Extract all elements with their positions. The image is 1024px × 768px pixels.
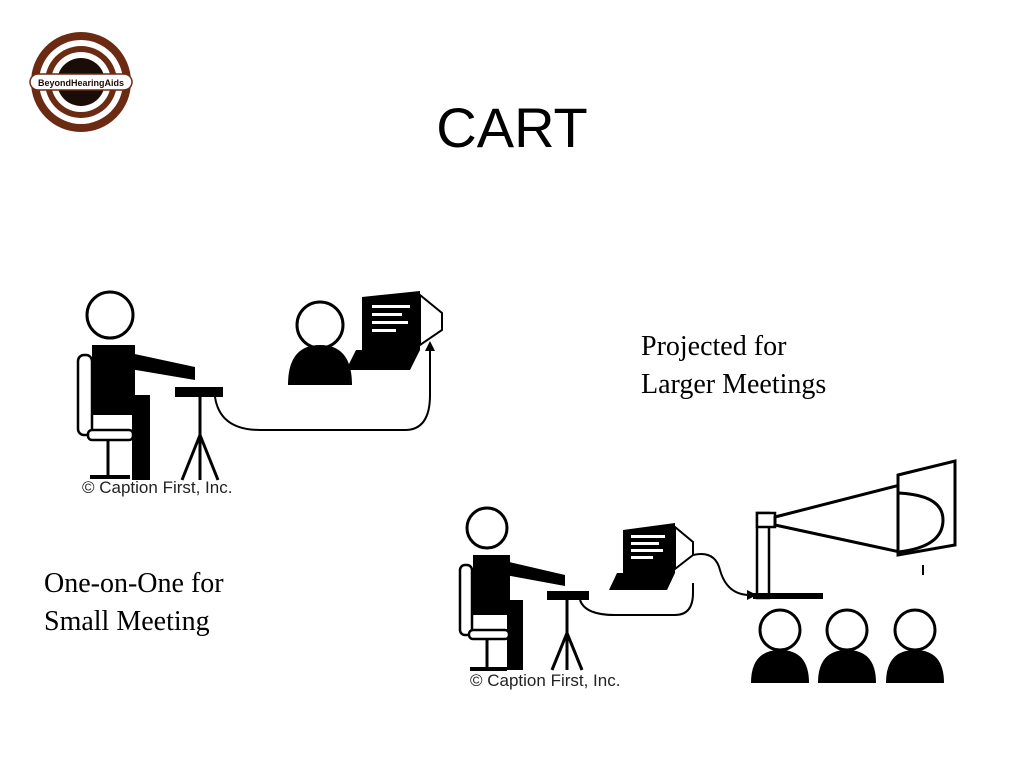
slide-title: CART	[436, 96, 588, 159]
typist-arm	[505, 561, 565, 586]
chair-back	[76, 353, 94, 437]
one-on-one-illustration: © Caption First, Inc.	[70, 285, 450, 500]
laptop-icon	[609, 523, 694, 590]
projection-screen	[896, 459, 957, 575]
projected-illustration: © Caption First, Inc.	[455, 455, 965, 695]
brand-logo: BeyondHearingAids	[26, 30, 136, 134]
typist-body	[473, 555, 523, 670]
caption-line: Larger Meetings	[641, 369, 827, 400]
caption-line: Small Meeting	[44, 606, 210, 637]
typist-body	[92, 345, 150, 480]
cable	[214, 347, 431, 431]
copyright-text: © Caption First, Inc.	[82, 478, 232, 497]
steno-machine	[547, 591, 589, 600]
projector-icon	[753, 483, 902, 600]
typist-arm	[130, 353, 195, 380]
audience	[751, 608, 944, 683]
copyright-text: © Caption First, Inc.	[470, 671, 620, 690]
logo-text: BeyondHearingAids	[38, 78, 124, 88]
cable	[692, 553, 751, 596]
viewer-body	[288, 345, 352, 385]
typist-head	[465, 506, 509, 550]
caption-large-meeting: Projected for Larger Meetings	[641, 328, 826, 404]
caption-small-meeting: One-on-One for Small Meeting	[44, 565, 224, 641]
caption-line: One-on-One for	[44, 568, 224, 599]
typist-head	[85, 290, 135, 340]
laptop-icon	[346, 291, 443, 370]
steno-machine	[175, 387, 223, 397]
viewer-head	[295, 300, 345, 350]
caption-line: Projected for	[641, 331, 787, 362]
